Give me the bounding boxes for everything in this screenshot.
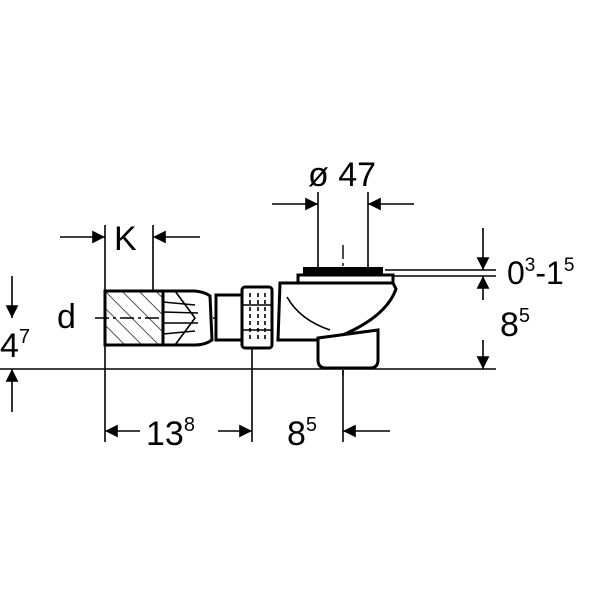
height-left-label: 47 bbox=[0, 326, 30, 365]
grate-flange bbox=[296, 273, 395, 285]
drain-body bbox=[103, 267, 398, 370]
offset-label: 85 bbox=[287, 414, 317, 453]
d-label: d bbox=[57, 298, 76, 336]
dimension-arrows bbox=[5, 197, 490, 438]
k-label: K bbox=[114, 220, 137, 258]
length-label: 138 bbox=[146, 414, 195, 453]
trap-cup bbox=[316, 328, 380, 370]
collar bbox=[214, 293, 244, 342]
grate bbox=[303, 267, 383, 275]
height-right-label: 85 bbox=[500, 305, 530, 344]
diameter-label: ø 47 bbox=[308, 156, 376, 194]
pipe-hatched bbox=[103, 289, 165, 347]
adjust-range-label: 03-15 bbox=[507, 255, 574, 291]
nut bbox=[240, 285, 274, 350]
pipe-fluted-end bbox=[161, 289, 214, 347]
